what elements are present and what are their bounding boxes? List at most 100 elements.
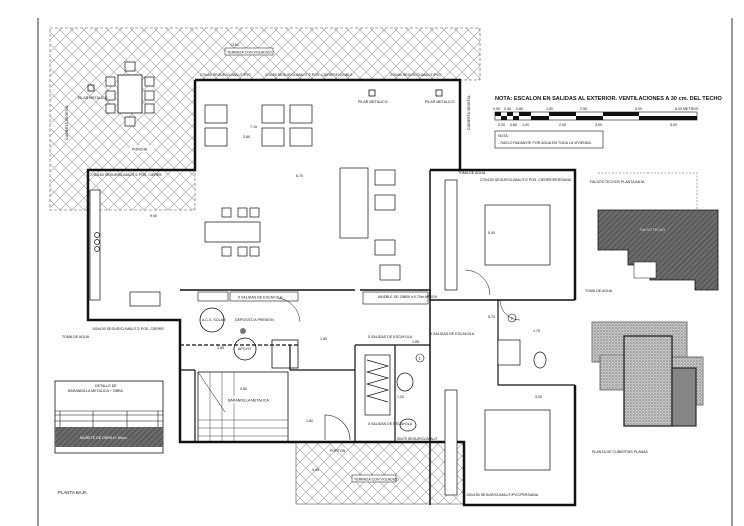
terrace-top-label: TERRAZA CON VOLADIZO (227, 51, 272, 55)
window-label: 270x50 SEGUR/CLIMALIT/PVC (390, 73, 442, 77)
svg-text:1.00: 1.00 (522, 123, 529, 127)
window-label: 150x150 SEGUR/CLIMALIT/PVC/PERSIANA (466, 493, 539, 497)
svg-text:0.60: 0.60 (510, 123, 517, 127)
solar-label: A.C.S. SOLAR (202, 318, 226, 322)
svg-text:1.75: 1.75 (533, 329, 540, 333)
shower (497, 339, 521, 366)
svg-text:2.00: 2.00 (559, 123, 566, 127)
svg-text:1.85: 1.85 (412, 340, 419, 344)
pillar-icon (435, 89, 443, 97)
stairs: BARANDILLA METALICA 4.60 (197, 371, 289, 443)
svg-text:5.00: 5.00 (488, 231, 495, 235)
outdoor-table (117, 74, 143, 114)
terrace-top: TERRAZA CON VOLADIZO 13.60 (49, 27, 481, 211)
svg-text:7.15: 7.15 (250, 125, 257, 129)
dim-label: 13.60 (230, 43, 239, 47)
gate: PORTON 1.80 (306, 414, 351, 453)
svg-text:3.00: 3.00 (595, 123, 602, 127)
dim-label: 3.85 (217, 346, 224, 350)
svg-text:FALSO TECHO: FALSO TECHO (640, 228, 665, 232)
kitchen-counter (89, 189, 101, 301)
shower-screen (364, 354, 391, 416)
window-label: 270x150 SEGUR/CLIMALIT/2 POS. CIERRE (90, 173, 163, 177)
plan-title: PLANTA BAJA (58, 490, 87, 495)
water-tap-label: TOMA DE AGUA (62, 335, 90, 339)
header-note: NOTA: ESCALON EN SALIDAS AL EXTERIOR. VE… (495, 96, 723, 102)
plaster-outlets-label: 5 SALIDAS DE ESCAYOLA (430, 332, 475, 336)
svg-text:MURETE DE OBRA H: 80cm.: MURETE DE OBRA H: 80cm. (80, 436, 128, 440)
svg-text:- SUELO RADIANTE POR AGUA EN T: - SUELO RADIANTE POR AGUA EN TODA LA VIV… (498, 141, 592, 145)
porch-label: PORCHE (132, 148, 148, 152)
pillar-label: PILAR METALICO (425, 100, 455, 104)
window-label: 270x150 SEGUR/CLIMALIT/2 POS. CIERRE/PER… (480, 178, 572, 182)
mark-label: 1 (419, 357, 421, 361)
water-tap-label: TOMA DE AGUA (458, 171, 486, 175)
mark-1 (415, 353, 425, 363)
sink (129, 291, 161, 307)
svg-text:FALSOS TECHOS PLANTA BAJA: FALSOS TECHOS PLANTA BAJA (590, 180, 645, 184)
svg-text:0.40: 0.40 (504, 107, 511, 111)
svg-text:DETALLE DE: DETALLE DE (95, 384, 117, 388)
window-label: 100x100 SEGUR/CLIMALIT/2 POS. CIERRE (92, 327, 165, 331)
water-tap-label: TOMA DE AGUA (585, 289, 613, 293)
mark-2 (507, 313, 517, 323)
dim-label: 1.60 (320, 337, 327, 341)
pillar-icon (368, 89, 376, 97)
tank-label: DEPOSITO A PRESION (235, 318, 274, 322)
sofa (339, 167, 369, 239)
inset-flat-roofs: PLANTA DE CUBIERTAS PLANAS (591, 321, 704, 454)
svg-text:0.80: 0.80 (516, 107, 523, 111)
gate-label: PORTON (330, 449, 346, 453)
railing-detail: DETALLE DE BARANDILLA METALICA + OBRA MU… (54, 380, 164, 454)
terrace-bottom-label: TERRAZA CON VOLADIZO (354, 478, 399, 482)
svg-text:4.00: 4.00 (635, 107, 642, 111)
svg-text:6.00 METROS: 6.00 METROS (675, 107, 699, 111)
furniture (89, 104, 551, 496)
water-taps: TOMA DE AGUA TOMA DE AGUA TOMA DE AGUA (62, 171, 613, 339)
plaster-outlets-label: 5 SALIDAS DE ESCAYOLA (368, 335, 413, 339)
door-swings (277, 269, 521, 323)
support-label: APOYO (238, 347, 251, 351)
railing-label: BARANDILLA METALICA (228, 399, 269, 403)
terrace-bottom: TERRAZA CON VOLADIZO 4.45 (295, 441, 465, 505)
svg-text:BARANDILLA METALICA + OBRA: BARANDILLA METALICA + OBRA (68, 389, 124, 393)
svg-text:1.20: 1.20 (397, 395, 404, 399)
house-walls (86, 78, 577, 507)
pillar-icon (87, 84, 95, 92)
washbasin (396, 372, 414, 392)
svg-text:2.50: 2.50 (580, 107, 587, 111)
bed (484, 409, 551, 471)
wardrobe (444, 389, 458, 496)
dim-label: 1.80 (306, 419, 313, 423)
svg-text:0.20: 0.20 (498, 123, 505, 127)
svg-text:1.50: 1.50 (546, 107, 553, 111)
cabinet-label: MUEBLE DE OBRA h:0.70m APROX. (378, 295, 438, 299)
svg-text:NOTA:: NOTA: (498, 134, 509, 138)
dining-table (204, 221, 261, 243)
svg-text:9.00: 9.00 (150, 214, 157, 218)
dim-label: 4.60 (240, 387, 247, 391)
green-roof-label: CUBIERTA VEGETAL (65, 105, 69, 140)
green-roof-label: CUBIERTA VEGETAL (467, 95, 471, 130)
plaster-outlets-label: 5 SALIDAS DE ESCAYOLA (238, 296, 283, 300)
pillar-label: PILAR METALICO (358, 100, 388, 104)
svg-text:PLANTA DE CUBIERTAS PLANAS: PLANTA DE CUBIERTAS PLANAS (592, 450, 649, 454)
window-label: 370x50 SEGUR/CLIMALIT/2 POS. CIERRE/FLEX… (265, 73, 353, 77)
svg-text:3.80: 3.80 (243, 135, 250, 139)
svg-text:6.70: 6.70 (296, 174, 303, 178)
window-label: 270x50 SEGUR/CLIMALIT/PVC (200, 73, 252, 77)
wardrobe (444, 179, 458, 291)
toilet (533, 351, 547, 369)
solar-tank (199, 307, 225, 333)
dim-label: 4.45 (312, 468, 319, 472)
plaster-outlets-label: 5 SALIDAS DE ESCAYOLA (368, 422, 413, 426)
svg-text:5.70: 5.70 (488, 315, 495, 319)
svg-text:3.00: 3.00 (535, 395, 542, 399)
toilet (399, 418, 417, 432)
inset-false-ceilings: FALSOS TECHOS PLANTA BAJA FALSO TECHO (590, 172, 719, 291)
support-tank (233, 337, 257, 361)
utility-room: 5 SALIDAS DE ESCAYOLA A.C.S. SOLAR DEPOS… (197, 291, 327, 369)
scale-bar: 0.00 0.40 0.80 1.50 2.50 4.00 6.00 METRO… (493, 107, 699, 127)
pillars: PILAR METALICO PILAR METALICO PILAR META… (78, 84, 455, 104)
